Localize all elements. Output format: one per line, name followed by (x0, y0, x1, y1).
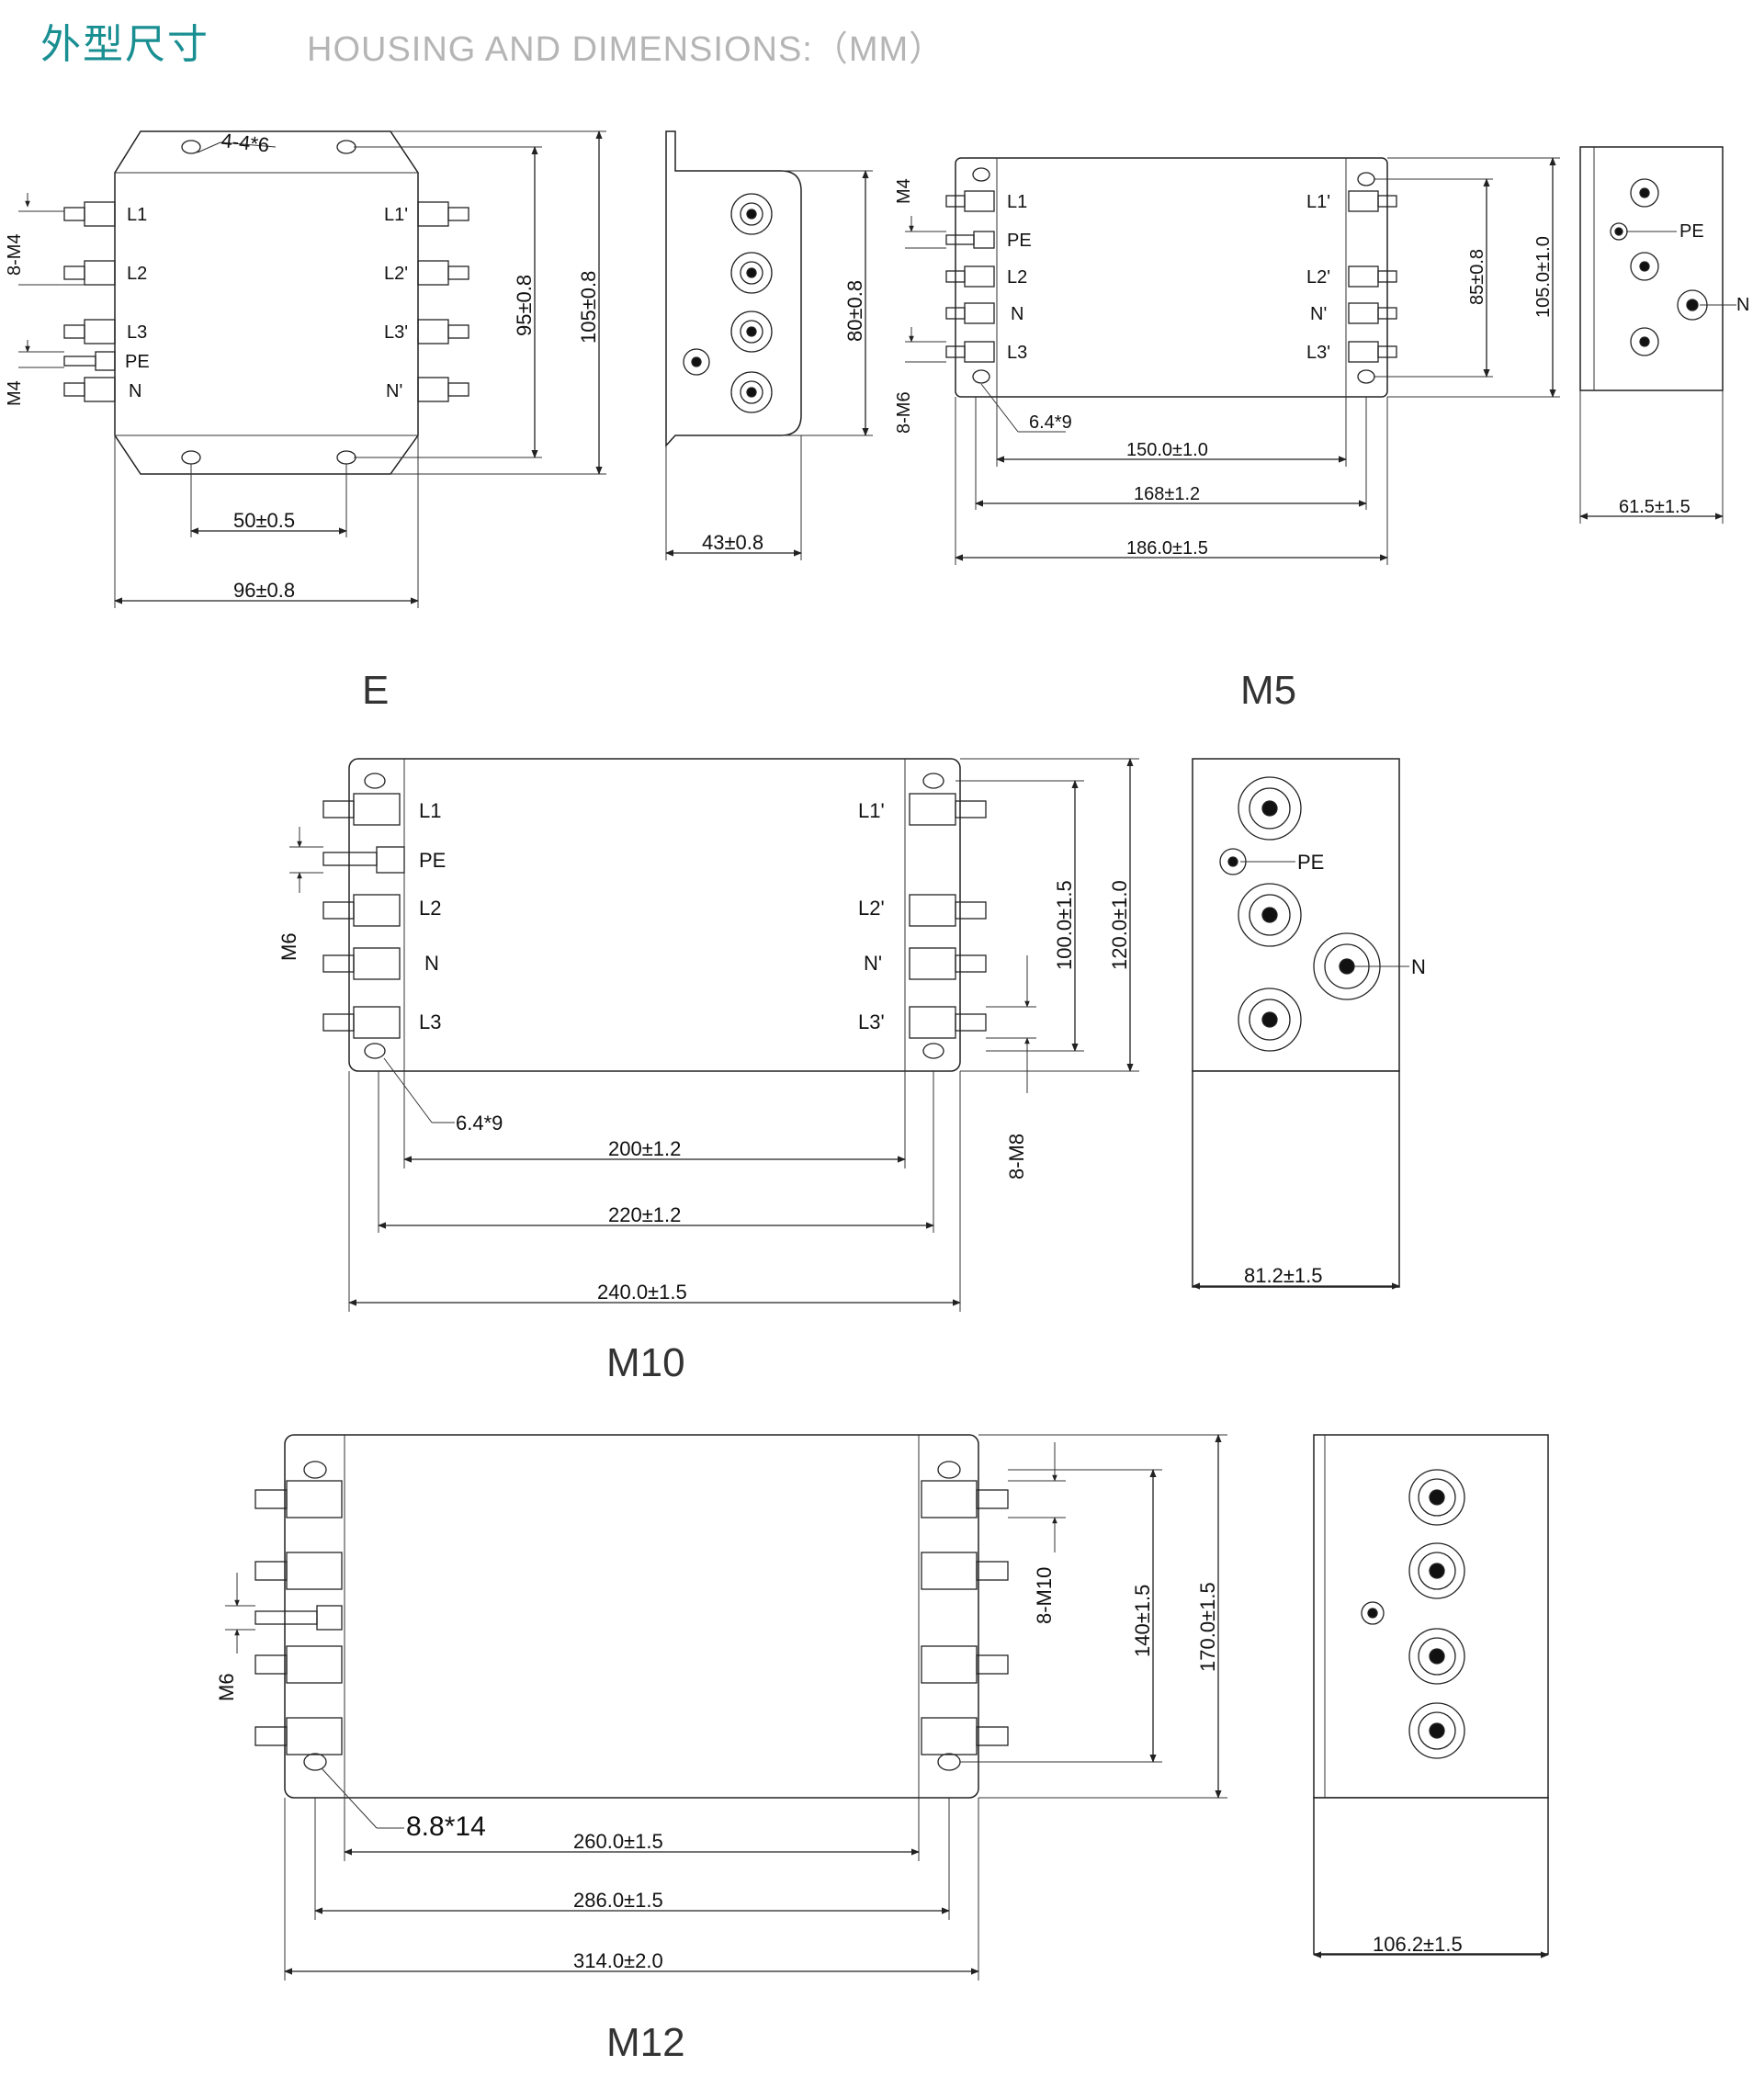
e-side-terminals (683, 193, 773, 413)
m10-dim-w2: 220±1.2 (608, 1203, 681, 1226)
m10-side-depth: 81.2±1.5 (1244, 1264, 1322, 1287)
m5-label-l2p: L2' (1306, 267, 1330, 288)
m12-side-body (1313, 1434, 1549, 1799)
m10-dim-w3: 240.0±1.5 (597, 1281, 687, 1304)
m10-title: M10 (606, 1340, 685, 1385)
m12-dim-w2: 286.0±1.5 (573, 1889, 663, 1912)
m5-side-body (1579, 146, 1724, 391)
m12-side-terminals (1361, 1469, 1465, 1759)
e-label-l3p: L3' (384, 322, 408, 343)
e-mount-hole (181, 140, 201, 154)
m10-hole-label: 6.4*9 (456, 1112, 503, 1134)
m10-side-body (1192, 758, 1400, 1072)
m10-label-n: N (424, 952, 439, 975)
e-label-n: N (129, 381, 141, 401)
e-terminals-right (417, 201, 469, 402)
e-dim-96: 96±0.8 (233, 579, 295, 602)
m5-side-pe: PE (1679, 221, 1704, 242)
m12-terminals-right (921, 1480, 1009, 1755)
m5-dim-w3: 186.0±1.5 (1126, 538, 1208, 559)
e-dim-105: 105±0.8 (577, 271, 600, 344)
m10-dim-w1: 200±1.2 (608, 1137, 681, 1160)
m10-label-l1p: L1' (858, 799, 885, 822)
m5-thread-terms: 8-M6 (894, 391, 914, 434)
m5-label-l1p: L1' (1306, 192, 1330, 212)
m10-label-np: N' (864, 952, 882, 975)
m12-title: M12 (606, 2020, 685, 2065)
m12-thread-pe: M6 (215, 1673, 238, 1701)
m5-dim-h2: 105.0±1.0 (1533, 236, 1554, 318)
m10-label-l3p: L3' (858, 1010, 885, 1033)
m10-side-n: N (1411, 955, 1426, 978)
m10-side-pe: PE (1297, 851, 1324, 874)
e-dim-95: 95±0.8 (513, 275, 536, 336)
drawing-m10: L1 PE L2 N L3 L1' L2' N' L3' M6 8-M8 6.4… (277, 758, 1426, 1385)
m10-side-terminals (1219, 776, 1381, 1052)
m5-title: M5 (1240, 668, 1296, 713)
m10-terminals-right (909, 793, 987, 1039)
m12-dim-w3: 314.0±2.0 (573, 1949, 663, 1972)
e-body (114, 130, 419, 475)
e-label-pe: PE (125, 352, 150, 372)
e-thread-pe: M4 (5, 380, 25, 406)
m5-terminals-right (1348, 190, 1397, 363)
e-label-l2p: L2' (384, 264, 408, 284)
m10-label-l1: L1 (419, 799, 441, 822)
m5-label-np: N' (1310, 304, 1327, 324)
m5-label-l3p: L3' (1306, 343, 1330, 363)
m12-terminals-left (254, 1480, 343, 1755)
m5-thread-pe: M4 (894, 178, 914, 204)
e-terminals-left (63, 201, 116, 402)
drawing-m5: L1 PE L2 N L3 L1' L2' N' L3' M4 8-M6 6.4… (894, 146, 1749, 713)
e-side-body (665, 130, 802, 447)
m5-body (955, 157, 1388, 398)
m10-label-l2: L2 (419, 897, 441, 920)
e-label-np: N' (386, 381, 402, 401)
e-dim-50: 50±0.5 (233, 509, 295, 532)
m5-hole-label: 6.4*9 (1029, 412, 1072, 433)
m5-label-l1: L1 (1007, 192, 1027, 212)
e-title: E (362, 668, 389, 713)
section-title-cn: 外型尺寸 (40, 21, 209, 68)
m10-terminals-left (322, 793, 405, 1039)
m5-label-l3: L3 (1007, 343, 1027, 363)
m12-dim-h1: 140±1.5 (1131, 1585, 1154, 1657)
m12-body (284, 1434, 979, 1799)
m12-side-depth: 106.2±1.5 (1373, 1933, 1463, 1956)
m10-thread-terms: 8-M8 (1005, 1134, 1028, 1180)
m5-label-pe: PE (1007, 231, 1032, 251)
e-label-l1: L1 (127, 205, 147, 225)
m10-body (348, 758, 961, 1072)
section-title-en: HOUSING AND DIMENSIONS:（MM） (307, 30, 945, 69)
e-label-l2: L2 (127, 264, 147, 284)
m5-side-n: N (1736, 295, 1749, 315)
m12-hole-label: 8.8*14 (406, 1812, 486, 1842)
m12-dim-w1: 260.0±1.5 (573, 1830, 663, 1853)
m5-dim-w1: 150.0±1.0 (1126, 440, 1208, 460)
m10-dim-h2: 120.0±1.0 (1108, 880, 1131, 970)
m10-label-pe: PE (419, 849, 446, 872)
e-side-dim-43: 43±0.8 (702, 531, 763, 554)
m10-thread-pe: M6 (277, 932, 300, 961)
m5-side-depth: 61.5±1.5 (1619, 497, 1690, 517)
m10-label-l2p: L2' (858, 897, 885, 920)
e-label-l3: L3 (127, 322, 147, 343)
e-side-dim-80: 80±0.8 (843, 280, 866, 342)
m5-dim-h1: 85±0.8 (1467, 249, 1487, 305)
e-thread-terms: 8-M4 (5, 233, 25, 276)
m10-dim-h1: 100.0±1.5 (1053, 880, 1076, 970)
m5-terminals-left (945, 190, 995, 363)
m10-label-l3: L3 (419, 1010, 441, 1033)
m12-dim-h2: 170.0±1.5 (1196, 1582, 1219, 1672)
m5-dim-w2: 168±1.2 (1134, 484, 1200, 504)
drawing-e: L1 L2 L3 PE N L1' L2' L3' N' 4-4*6 8-M4 … (5, 129, 873, 713)
m12-thread-terms: 8-M10 (1033, 1567, 1056, 1624)
drawing-m12: M6 8-M10 8.8*14 260.0±1.5 286.0±1.5 314.… (215, 1434, 1549, 2065)
m5-side-terminals (1610, 178, 1708, 356)
e-label-l1p: L1' (384, 205, 408, 225)
m5-label-n: N (1011, 304, 1023, 324)
e-hole-label: 4-4*6 (220, 129, 270, 156)
m5-label-l2: L2 (1007, 267, 1027, 288)
